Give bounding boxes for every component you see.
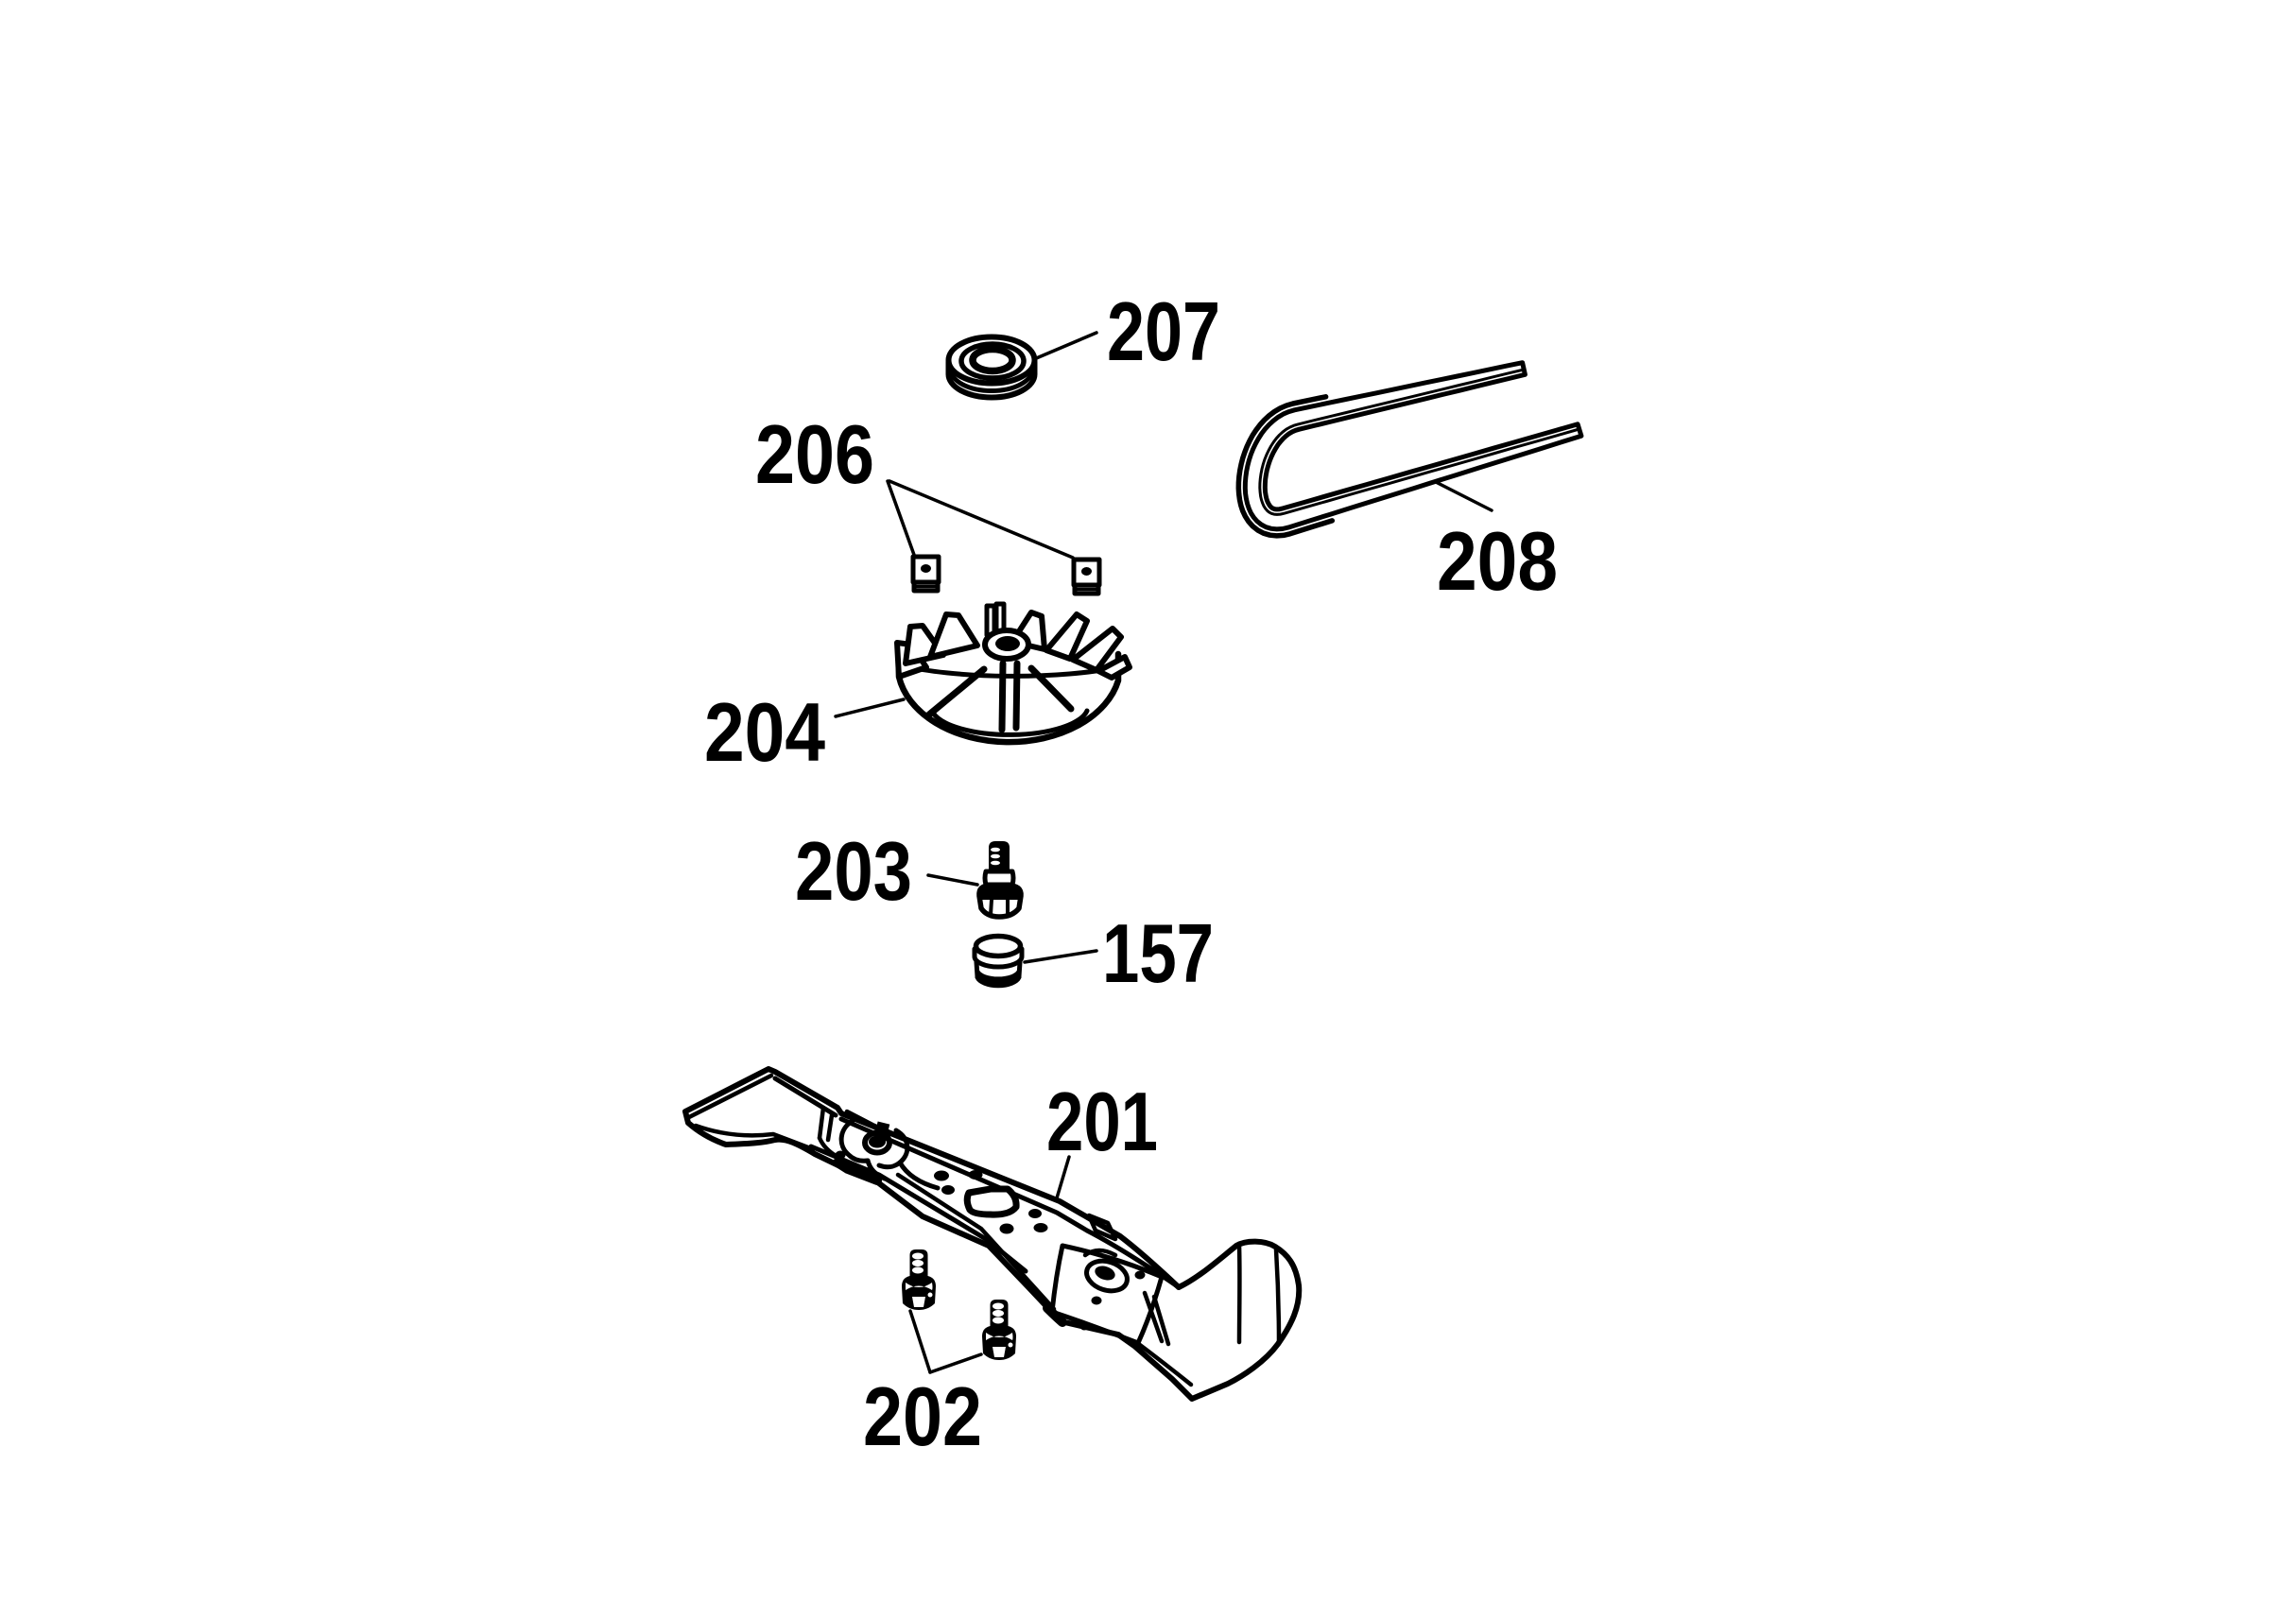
- svg-text:204: 204: [704, 685, 825, 779]
- svg-text:208: 208: [1437, 514, 1558, 608]
- svg-text:206: 206: [755, 407, 874, 501]
- svg-text:157: 157: [1102, 906, 1214, 1000]
- svg-text:202: 202: [863, 1369, 982, 1463]
- svg-text:203: 203: [795, 824, 912, 918]
- svg-text:207: 207: [1107, 284, 1220, 378]
- svg-text:201: 201: [1046, 1075, 1158, 1168]
